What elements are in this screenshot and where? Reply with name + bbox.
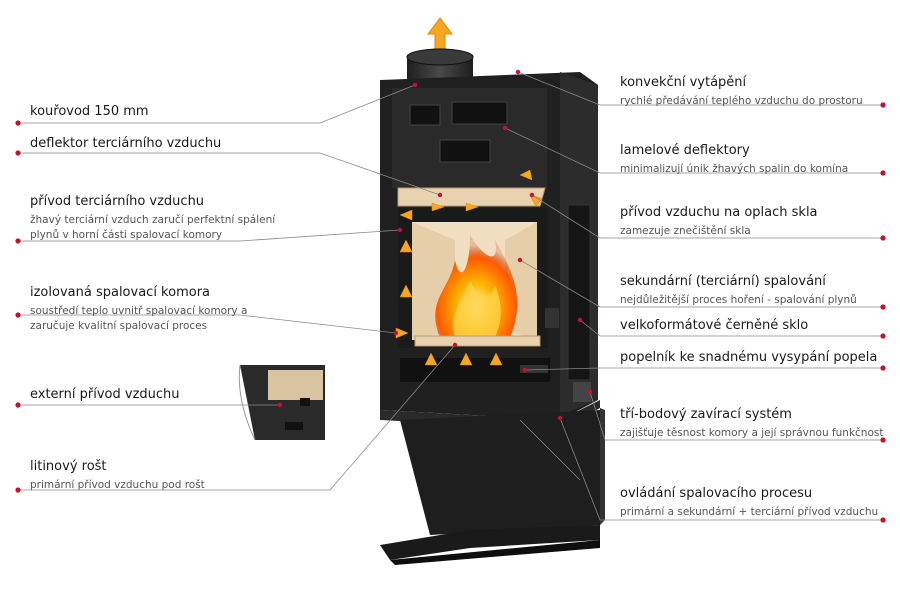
label-combustion-control: ovládání spalovacího procesu primární a … [620,486,890,520]
flue-pipe [406,48,474,85]
label-title: kouřovod 150 mm [30,104,149,119]
label-title: konvekční vytápění [620,75,747,90]
label-glass: velkoformátové černěné sklo [620,318,890,334]
stove-body [380,72,598,420]
label-subtitle: nejdůležitější proces hoření - spalování… [620,294,857,306]
stove-stand [380,400,605,565]
label-subtitle: minimalizují únik žhavých spalin do komí… [620,163,849,175]
label-ash-pan: popelník ke snadnému vysypání popela [620,350,890,366]
label-glass-wash-air: přívod vzduchu na oplach skla zamezuje z… [620,205,890,239]
label-cast-iron-grate: litinový rošt primární přívod vzduchu po… [30,459,310,493]
external-air-inset [238,364,325,441]
label-title: izolovaná spalovací komora [30,285,211,300]
label-subtitle: primární přívod vzduchu pod rošt [30,479,205,491]
label-subtitle: žhavý terciární vzduch zaručí perfektní … [30,214,276,241]
label-external-air: externí přívod vzduchu [30,387,310,403]
label-subtitle: primární a sekundární + terciární přívod… [620,506,879,518]
label-title: tří-bodový zavírací systém [620,407,792,422]
label-title: popelník ke snadnému vysypání popela [620,350,878,365]
label-convection: konvekční vytápění rychlé předávání tepl… [620,75,890,109]
label-subtitle: soustředí teplo uvnitř spalovací komory … [30,305,248,332]
label-lock-system: tří-bodový zavírací systém zajišťuje těs… [620,407,890,441]
label-title: lamelové deflektory [620,143,750,158]
label-subtitle: zamezuje znečištění skla [620,225,751,237]
label-insulated-chamber: izolovaná spalovací komora soustředí tep… [30,285,310,334]
label-tertiary-air-inlet: přívod terciárního vzduchu žhavý terciár… [30,194,310,243]
label-subtitle: zajišťuje těsnost komory a její správnou… [620,427,884,439]
label-title: přívod terciárního vzduchu [30,194,205,209]
label-title: litinový rošt [30,459,107,474]
label-flue-pipe: kouřovod 150 mm [30,104,310,120]
label-lamella-deflectors: lamelové deflektory minimalizují únik žh… [620,143,890,177]
label-title: externí přívod vzduchu [30,387,180,402]
leader-dots [15,69,886,523]
label-title: velkoformátové černěné sklo [620,318,809,333]
airflow-arrows [395,169,543,366]
label-subtitle: rychlé předávání teplého vzduchu do pros… [620,95,863,107]
label-title: sekundární (terciární) spalování [620,274,826,289]
label-title: přívod vzduchu na oplach skla [620,205,818,220]
label-title: ovládání spalovacího procesu [620,486,813,501]
leader-lines [18,71,883,521]
label-title: deflektor terciárního vzduchu [30,136,222,151]
label-secondary-combustion: sekundární (terciární) spalování nejdůle… [620,274,890,308]
label-tertiary-deflector: deflektor terciárního vzduchu [30,136,310,152]
